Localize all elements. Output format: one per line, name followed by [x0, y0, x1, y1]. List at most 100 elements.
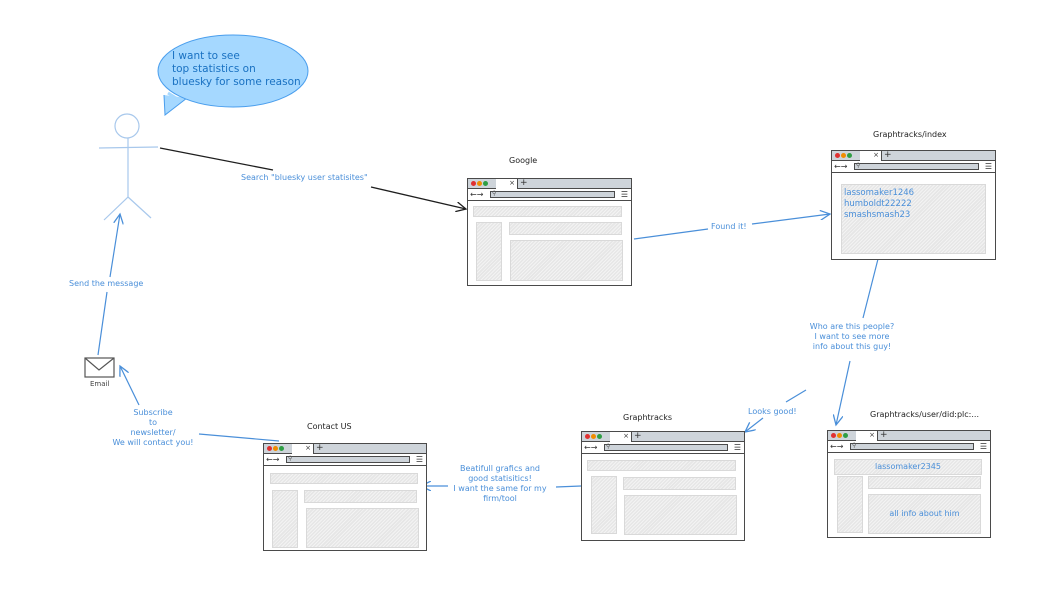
new-tab-icon[interactable]: + — [520, 178, 528, 188]
profile-username: lassomaker2345 — [875, 462, 941, 471]
menu-icon[interactable]: ☰ — [415, 455, 423, 464]
edge-index-to-user — [836, 258, 879, 425]
close-icon[interactable]: × — [305, 444, 311, 452]
label-line: info about this guy! — [812, 342, 892, 351]
browser-tab[interactable]: × — [292, 444, 314, 454]
close-icon[interactable]: × — [873, 151, 879, 159]
nav-bar: ←→ ⚲ ☰ — [468, 189, 631, 201]
speech-bubble — [157, 34, 309, 116]
tab-bar: × + — [582, 431, 744, 442]
label-line: firm/tool — [483, 494, 517, 503]
placeholder-header — [473, 206, 622, 217]
new-tab-icon[interactable]: + — [316, 443, 324, 453]
browser-tab[interactable]: × — [856, 431, 878, 441]
placeholder-bar — [868, 476, 981, 489]
browser-title-user: Graphtracks/user/did:plc:... — [870, 410, 980, 419]
browser-tab[interactable]: × — [860, 151, 882, 161]
edge-user-to-graphtracks — [745, 389, 807, 432]
address-bar[interactable]: ⚲ — [490, 190, 615, 198]
close-icon[interactable]: × — [623, 432, 629, 440]
edge-label-subscribe: Subscribe to newsletter/ We will contact… — [101, 408, 205, 448]
edge-label-send: Send the message — [69, 279, 144, 288]
back-forward-icon[interactable]: ←→ — [834, 162, 848, 171]
browser-window-user[interactable]: × + ←→ ⚲ ☰ lassomaker2345 all info about… — [827, 430, 991, 538]
browser-title-index: Graphtracks/index — [873, 130, 947, 139]
menu-icon[interactable]: ☰ — [620, 190, 628, 199]
tab-bar: × + — [264, 443, 426, 454]
placeholder-list-area: lassomaker1246 humboldt22222 smashsmash2… — [841, 184, 986, 254]
edge-label-who: Who are this people? I want to see more … — [802, 322, 902, 352]
browser-title-contact: Contact US — [307, 422, 352, 431]
placeholder-bar — [509, 222, 622, 235]
browser-title-google: Google — [509, 156, 538, 165]
placeholder-sidebar — [837, 476, 863, 533]
edge-label-beautiful: Beatifull grafics and good statisitics! … — [440, 464, 560, 504]
edge-label-search: Search "bluesky user statisites" — [241, 173, 368, 182]
back-forward-icon[interactable]: ←→ — [470, 190, 484, 199]
browser-window-google[interactable]: × + ←→ ⚲ ☰ — [467, 178, 632, 286]
search-icon: ⚲ — [852, 442, 857, 449]
user-list-item[interactable]: smashsmash23 — [844, 210, 911, 220]
close-icon[interactable]: × — [509, 179, 515, 187]
user-list: lassomaker1246 humboldt22222 smashsmash2… — [844, 188, 914, 221]
nav-bar: ←→ ⚲ ☰ — [828, 441, 990, 453]
placeholder-content — [624, 495, 737, 535]
label-line: Beatifull grafics and — [459, 464, 540, 473]
label-line: newsletter/ — [130, 428, 176, 437]
placeholder-header — [587, 460, 736, 471]
window-controls — [832, 151, 861, 160]
speech-line: I want to see — [172, 50, 240, 62]
label-line: I want to see more — [814, 332, 890, 341]
address-bar[interactable]: ⚲ — [604, 443, 728, 451]
tab-bar: × + — [832, 150, 995, 161]
browser-title-graphtracks: Graphtracks — [623, 413, 673, 422]
placeholder-bar — [623, 477, 736, 490]
placeholder-bar — [304, 490, 417, 503]
address-bar[interactable]: ⚲ — [854, 162, 979, 170]
search-icon: ⚲ — [856, 162, 861, 169]
back-forward-icon[interactable]: ←→ — [266, 455, 280, 464]
new-tab-icon[interactable]: + — [634, 431, 642, 441]
edge-email-to-user — [97, 214, 120, 356]
browser-window-index[interactable]: × + ←→ ⚲ ☰ lassomaker1246 humboldt22222 … — [831, 150, 996, 260]
nav-bar: ←→ ⚲ ☰ — [832, 161, 995, 173]
speech-bubble-text: I want to see top statistics on bluesky … — [172, 50, 301, 89]
speech-line: top statistics on — [172, 63, 256, 75]
placeholder-header: lassomaker2345 — [834, 459, 982, 475]
profile-info-text: all info about him — [889, 509, 960, 518]
label-line: good statisitics! — [468, 474, 532, 483]
placeholder-sidebar — [476, 222, 502, 281]
edge-google-to-index — [633, 214, 830, 240]
browser-window-graphtracks[interactable]: × + ←→ ⚲ ☰ — [581, 431, 745, 541]
browser-tab[interactable]: × — [610, 432, 632, 442]
window-controls — [468, 179, 497, 188]
back-forward-icon[interactable]: ←→ — [584, 443, 598, 452]
menu-icon[interactable]: ☰ — [733, 443, 741, 452]
search-icon: ⚲ — [492, 190, 497, 197]
close-icon[interactable]: × — [869, 431, 875, 439]
browser-window-contact[interactable]: × + ←→ ⚲ ☰ — [263, 443, 427, 551]
new-tab-icon[interactable]: + — [880, 430, 888, 440]
window-controls — [264, 444, 293, 453]
menu-icon[interactable]: ☰ — [979, 442, 987, 451]
address-bar[interactable]: ⚲ — [850, 442, 974, 450]
speech-line: bluesky for some reason — [172, 76, 301, 88]
email-label: Email — [90, 380, 110, 388]
window-controls — [828, 431, 857, 440]
placeholder-content: all info about him — [868, 494, 981, 534]
search-icon: ⚲ — [288, 455, 293, 462]
label-line: We will contact you! — [112, 438, 194, 447]
menu-icon[interactable]: ☰ — [984, 162, 992, 171]
back-forward-icon[interactable]: ←→ — [830, 442, 844, 451]
user-list-item[interactable]: lassomaker1246 — [844, 188, 915, 198]
browser-tab[interactable]: × — [496, 179, 518, 189]
label-line: Who are this people? — [809, 322, 895, 331]
label-line: to — [148, 418, 158, 427]
address-bar[interactable]: ⚲ — [286, 455, 410, 463]
placeholder-header — [270, 473, 418, 484]
user-list-item[interactable]: humboldt22222 — [844, 199, 912, 209]
placeholder-sidebar — [591, 476, 617, 534]
new-tab-icon[interactable]: + — [884, 150, 892, 160]
tab-bar: × + — [828, 430, 990, 441]
